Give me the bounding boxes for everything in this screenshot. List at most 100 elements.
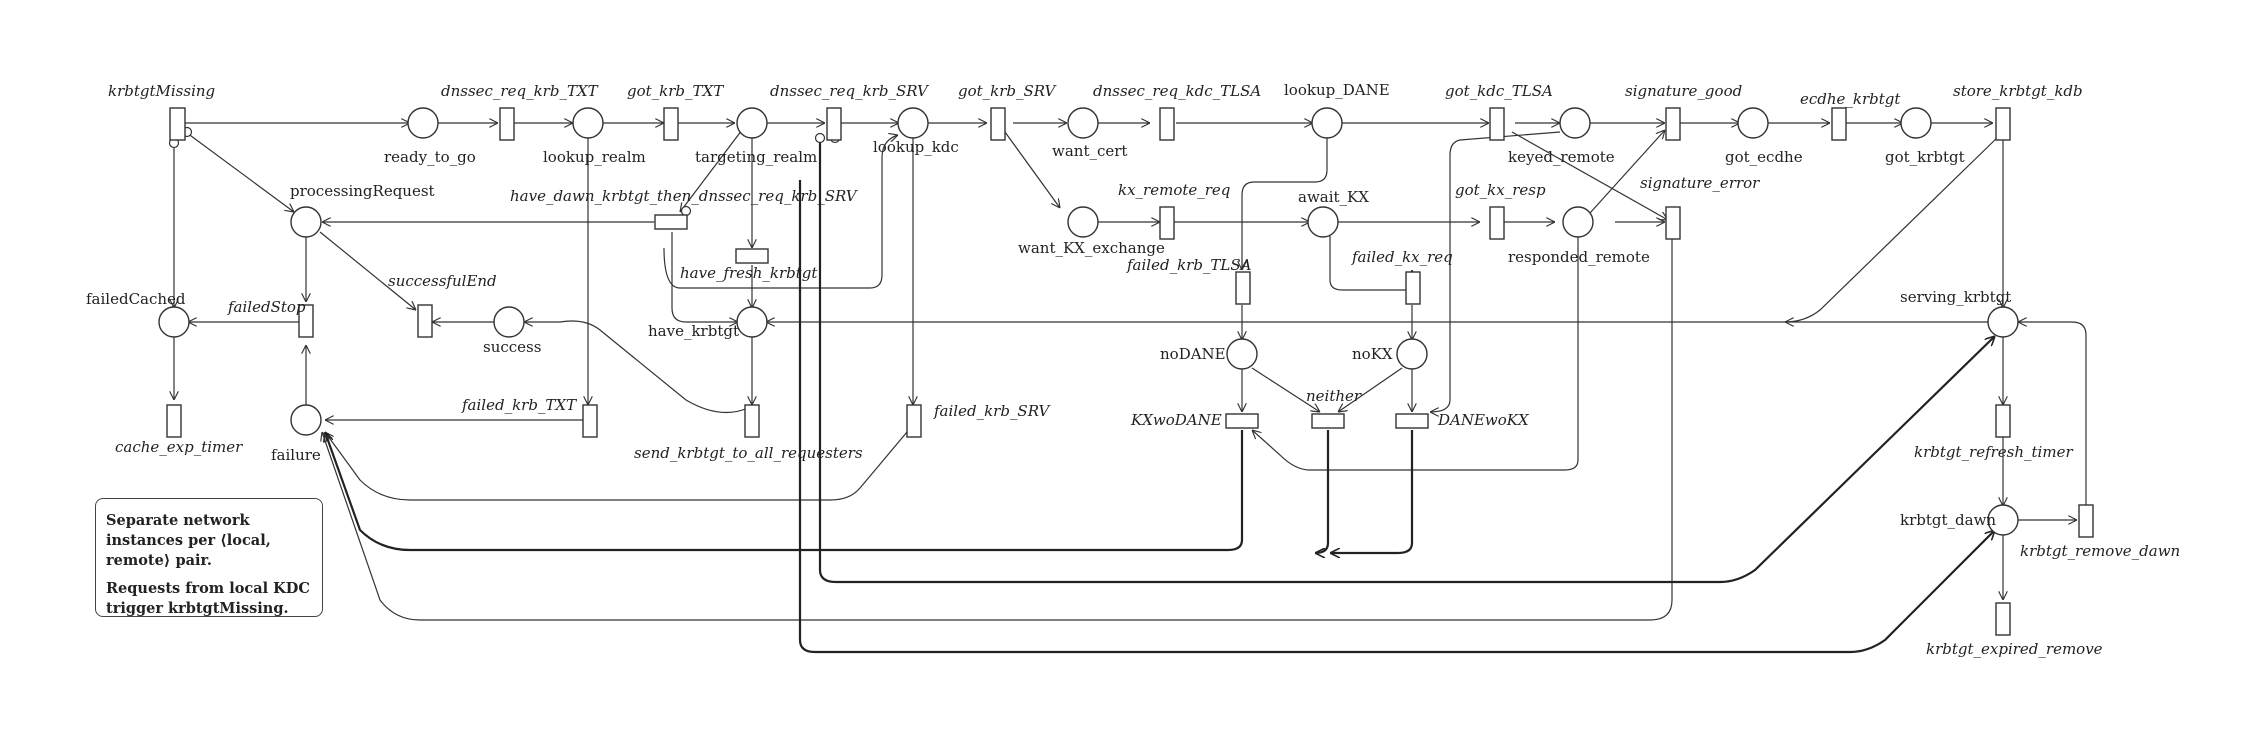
label-got_krbtgt: got_krbtgt: [1885, 148, 1965, 166]
inhibitor-dnssec-srv-a: [814, 132, 826, 144]
label-signature_good: signature_good: [1625, 82, 1742, 100]
label-got_kdc_TLSA: got_kdc_TLSA: [1445, 82, 1553, 100]
place-failedCached: [158, 306, 190, 338]
place-serving_krbtgt: [1987, 306, 2019, 338]
label-store_krbtgt_kdb: store_krbtgt_kdb: [1953, 82, 2083, 100]
transition-krbtgtMissing: [169, 107, 186, 141]
transition-have_dawn_krbtgt_then_dnssec_req_krb_SRV: [654, 214, 688, 230]
label-have_fresh_krbtgt: have_fresh_krbtgt: [680, 264, 818, 282]
transition-KXwoDANE: [1225, 413, 1259, 429]
label-failedCached: failedCached: [86, 290, 186, 308]
label-KXwoDANE: KXwoDANE: [1130, 411, 1222, 429]
label-targeting_realm: targeting_realm: [695, 148, 817, 166]
label-got_krb_TXT: got_krb_TXT: [627, 82, 724, 100]
label-failed_krb_TLSA: failed_krb_TLSA: [1126, 256, 1252, 274]
place-lookup_kdc: [897, 107, 929, 139]
label-krbtgt_expired_remove: krbtgt_expired_remove: [1926, 640, 2103, 658]
label-send_krbtgt: send_krbtgt_to_all_requesters: [634, 444, 863, 462]
label-want_KX_exchange: want_KX_exchange: [1018, 239, 1165, 257]
transition-labels: krbtgtMissing dnssec_req_krb_TXT got_krb…: [108, 82, 2180, 658]
label-ecdhe_krbtgt: ecdhe_krbtgt: [1800, 90, 1901, 108]
transition-DANEwoKX: [1395, 413, 1429, 429]
transition-cache_exp_timer: [166, 404, 182, 438]
place-keyed_remote: [1559, 107, 1591, 139]
place-failure: [290, 404, 322, 436]
label-failed_krb_SRV: failed_krb_SRV: [933, 402, 1051, 420]
place-got_krbtgt: [1900, 107, 1932, 139]
transition-have_fresh_krbtgt: [735, 248, 769, 264]
label-have_dawn_krbtgt: have_dawn_krbtgt_then_dnssec_req_krb_SRV: [510, 187, 859, 205]
label-failedStop: failedStop: [227, 298, 306, 316]
label-ready_to_go: ready_to_go: [384, 148, 476, 166]
label-lookup_kdc: lookup_kdc: [873, 138, 959, 156]
transition-kx_remote_req: [1159, 206, 1175, 240]
label-have_krbtgt: have_krbtgt: [648, 322, 739, 340]
label-want_cert: want_cert: [1052, 142, 1127, 160]
place-lookup_realm: [572, 107, 604, 139]
label-cache_exp_timer: cache_exp_timer: [115, 438, 243, 456]
transition-krbtgt_expired_remove: [1995, 602, 2011, 636]
transition-ecdhe_krbtgt: [1831, 107, 1847, 141]
transition-send_krbtgt_to_all_requesters: [744, 404, 760, 438]
label-signature_error: signature_error: [1640, 174, 1760, 192]
label-keyed_remote: keyed_remote: [1508, 148, 1615, 166]
label-DANEwoKX: DANEwoKX: [1437, 411, 1530, 429]
label-failure: failure: [271, 446, 321, 464]
label-noKX: noKX: [1352, 345, 1393, 363]
transitions: [166, 107, 2094, 636]
transition-failed_kx_req: [1405, 271, 1421, 305]
place-want_KX_exchange: [1067, 206, 1099, 238]
label-serving_krbtgt: serving_krbtgt: [1900, 288, 2011, 306]
transition-neither: [1311, 413, 1345, 429]
label-dnssec_req_krb_SRV: dnssec_req_krb_SRV: [770, 82, 930, 100]
label-success: success: [483, 338, 541, 356]
label-await_KX: await_KX: [1298, 188, 1369, 206]
place-krbtgt_dawn: [1987, 504, 2019, 536]
transition-krbtgt_refresh_timer: [1995, 404, 2011, 438]
note-line-2: Requests from local KDC trigger krbtgtMi…: [106, 580, 310, 617]
place-noDANE: [1226, 338, 1258, 370]
label-successfulEnd: successfulEnd: [388, 272, 497, 290]
label-failed_kx_req: failed_kx_req: [1351, 248, 1453, 266]
transition-store_krbtgt_kdb: [1995, 107, 2011, 141]
place-processingRequest: [290, 206, 322, 238]
label-krbtgtMissing: krbtgtMissing: [108, 82, 215, 100]
label-noDANE: noDANE: [1160, 345, 1226, 363]
label-krbtgt_dawn: krbtgt_dawn: [1900, 511, 1996, 529]
label-krbtgt_refresh_timer: krbtgt_refresh_timer: [1914, 443, 2073, 461]
label-kx_remote_req: kx_remote_req: [1118, 181, 1230, 199]
label-lookup_realm: lookup_realm: [543, 148, 646, 166]
label-responded_remote: responded_remote: [1508, 248, 1650, 266]
arcs: [174, 123, 2087, 654]
label-neither: neither: [1306, 387, 1362, 405]
transition-dnssec_req_krb_SRV: [826, 107, 842, 141]
note-line-1: Separate network instances per ⟨local, r…: [106, 512, 271, 569]
transition-krbtgt_remove_dawn: [2078, 504, 2094, 538]
places: [158, 107, 2019, 536]
transition-signature_good: [1665, 107, 1681, 141]
place-lookup_DANE: [1311, 107, 1343, 139]
transition-got_kx_resp: [1489, 206, 1505, 240]
transition-failed_krb_TXT: [582, 404, 598, 438]
place-ready_to_go: [407, 107, 439, 139]
place-want_cert: [1067, 107, 1099, 139]
label-got_kx_resp: got_kx_resp: [1455, 181, 1546, 199]
place-responded_remote: [1562, 206, 1594, 238]
transition-dnssec_req_kdc_TLSA: [1159, 107, 1175, 141]
label-dnssec_req_krb_TXT: dnssec_req_krb_TXT: [441, 82, 599, 100]
label-krbtgt_remove_dawn: krbtgt_remove_dawn: [2020, 542, 2180, 560]
label-dnssec_req_kdc_TLSA: dnssec_req_kdc_TLSA: [1093, 82, 1261, 100]
note-box: Separate network instances per ⟨local, r…: [95, 498, 323, 617]
transition-successfulEnd: [417, 304, 433, 338]
place-success: [493, 306, 525, 338]
place-got_ecdhe: [1737, 107, 1769, 139]
transition-dnssec_req_krb_TXT: [499, 107, 515, 141]
place-have_krbtgt: [736, 306, 768, 338]
label-failed_krb_TXT: failed_krb_TXT: [461, 396, 577, 414]
transition-got_krb_TXT: [663, 107, 679, 141]
inhibitor-have-dawn: [680, 205, 692, 217]
label-got_ecdhe: got_ecdhe: [1725, 148, 1803, 166]
transition-signature_error: [1665, 206, 1681, 240]
label-got_krb_SRV: got_krb_SRV: [958, 82, 1058, 100]
transition-got_krb_SRV: [990, 107, 1006, 141]
